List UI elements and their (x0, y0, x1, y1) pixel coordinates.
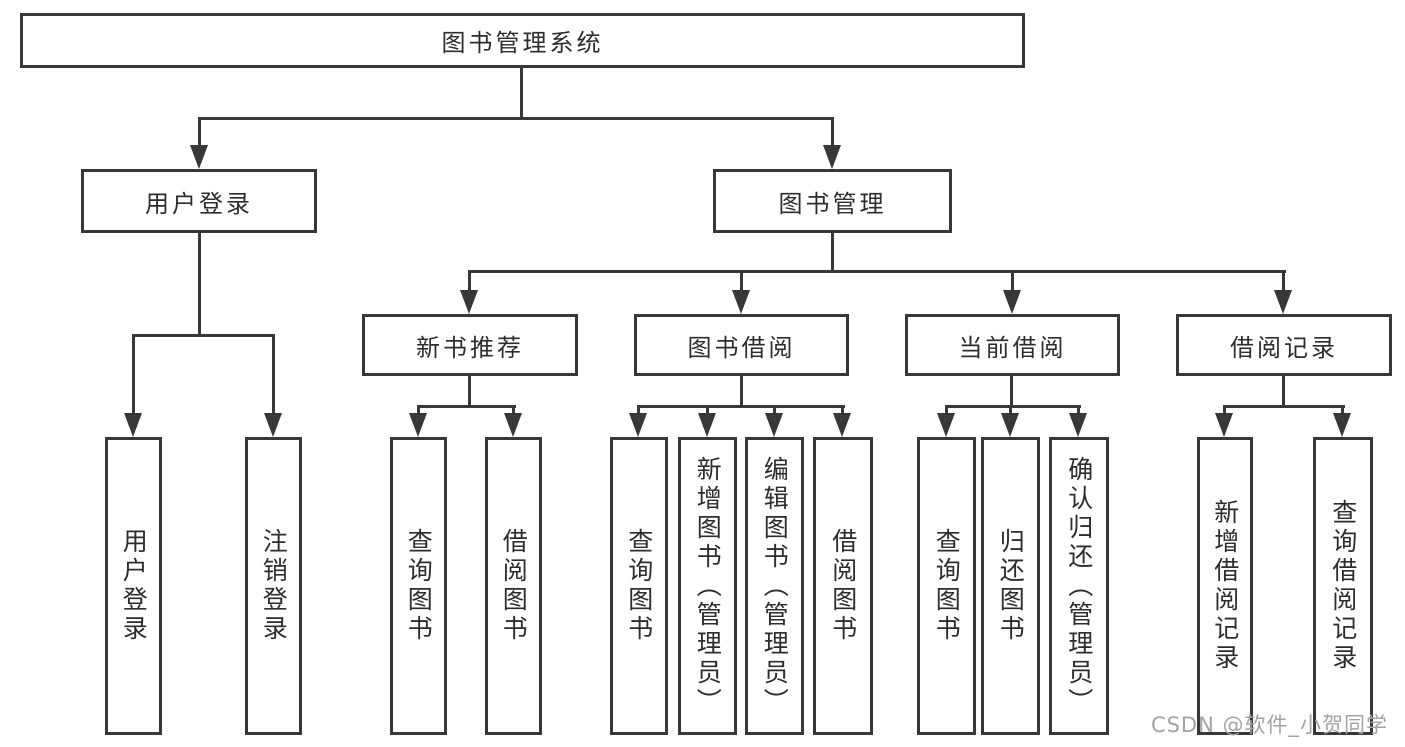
arrow-down-icon (264, 413, 282, 437)
arrow-down-icon (1069, 413, 1087, 437)
arrow-down-icon (124, 413, 142, 437)
connector-current-borrow-bar (945, 405, 1081, 408)
connector-drop-leaf-borrow-books-2 (841, 405, 844, 419)
arrow-down-icon (833, 413, 851, 437)
arrow-down-icon (1333, 413, 1351, 437)
connector-root-stem (520, 68, 523, 120)
leaf-logout: 注销登录 (245, 437, 302, 735)
connector-drop-leaf-logout (272, 334, 275, 416)
connector-drop-book-management (831, 117, 834, 150)
connector-drop-leaf-query-books-2 (637, 405, 640, 419)
connector-book-borrow-stem (740, 376, 743, 407)
leaf-query-books-borrow: 查询图书 (610, 437, 668, 735)
leaf-add-book-admin: 新增图书（管理员） (678, 437, 737, 735)
connector-new-book-recommend-stem (468, 376, 471, 407)
connector-drop-leaf-borrow-books-1 (512, 405, 515, 419)
leaf-query-borrow-record: 查询借阅记录 (1313, 437, 1373, 735)
leaf-query-books-current: 查询图书 (917, 437, 976, 735)
leaf-edit-book-admin: 编辑图书（管理员） (745, 437, 804, 735)
connector-drop-leaf-edit-book (773, 405, 776, 419)
node-root-system: 图书管理系统 (20, 13, 1025, 68)
watermark: CSDN @软件_小贺同学 (1150, 713, 1388, 737)
connector-level3-bar (468, 270, 1286, 273)
leaf-query-books-recommend: 查询图书 (390, 437, 447, 735)
arrow-down-icon (1003, 290, 1021, 314)
node-book-management: 图书管理 (713, 169, 952, 233)
node-user-login: 用户登录 (81, 169, 317, 233)
connector-drop-leaf-confirm-return (1077, 405, 1080, 419)
connector-user-login-bar (132, 334, 275, 337)
connector-drop-leaf-add-record (1223, 405, 1226, 419)
arrow-down-icon (1274, 290, 1292, 314)
arrow-down-icon (765, 413, 783, 437)
arrow-down-icon (409, 413, 427, 437)
connector-new-book-recommend-bar (417, 405, 516, 408)
connector-drop-leaf-query-books-3 (945, 405, 948, 419)
arrow-down-icon (629, 413, 647, 437)
arrow-down-icon (1001, 413, 1019, 437)
leaf-borrow-books-recommend: 借阅图书 (485, 437, 542, 735)
node-new-book-recommend: 新书推荐 (362, 314, 578, 376)
node-borrow-records: 借阅记录 (1176, 314, 1392, 376)
connector-drop-book-borrow (740, 270, 743, 294)
arrow-down-icon (937, 413, 955, 437)
connector-drop-leaf-query-record (1341, 405, 1344, 419)
leaf-add-borrow-record: 新增借阅记录 (1197, 437, 1253, 735)
arrow-down-icon (504, 413, 522, 437)
arrow-down-icon (698, 413, 716, 437)
connector-drop-leaf-user-login (132, 334, 135, 416)
arrow-down-icon (1215, 413, 1233, 437)
node-current-borrow: 当前借阅 (905, 314, 1120, 376)
leaf-user-login: 用户登录 (105, 437, 162, 735)
connector-drop-borrow-records (1282, 270, 1285, 294)
connector-book-management-stem (831, 232, 834, 272)
arrow-down-icon (460, 290, 478, 314)
node-book-borrow: 图书借阅 (634, 314, 849, 376)
connector-drop-leaf-return-book (1009, 405, 1012, 419)
connector-borrow-records-bar (1223, 405, 1345, 408)
connector-drop-current-borrow (1011, 270, 1014, 294)
connector-drop-leaf-add-book (706, 405, 709, 419)
connector-level1-bar (198, 117, 834, 120)
connector-user-login-stem (198, 233, 201, 337)
arrow-down-icon (823, 145, 841, 169)
connector-drop-new-book-recommend (468, 270, 471, 294)
connector-current-borrow-stem (1010, 376, 1013, 407)
arrow-down-icon (190, 145, 208, 169)
connector-drop-leaf-query-books-1 (417, 405, 420, 419)
connector-borrow-records-stem (1282, 376, 1285, 407)
arrow-down-icon (732, 290, 750, 314)
connector-drop-user-login (198, 117, 201, 150)
connector-book-borrow-bar (637, 405, 845, 408)
leaf-borrow-books: 借阅图书 (813, 437, 873, 735)
leaf-return-book: 归还图书 (981, 437, 1040, 735)
leaf-confirm-return-admin: 确认归还（管理员） (1049, 437, 1109, 735)
